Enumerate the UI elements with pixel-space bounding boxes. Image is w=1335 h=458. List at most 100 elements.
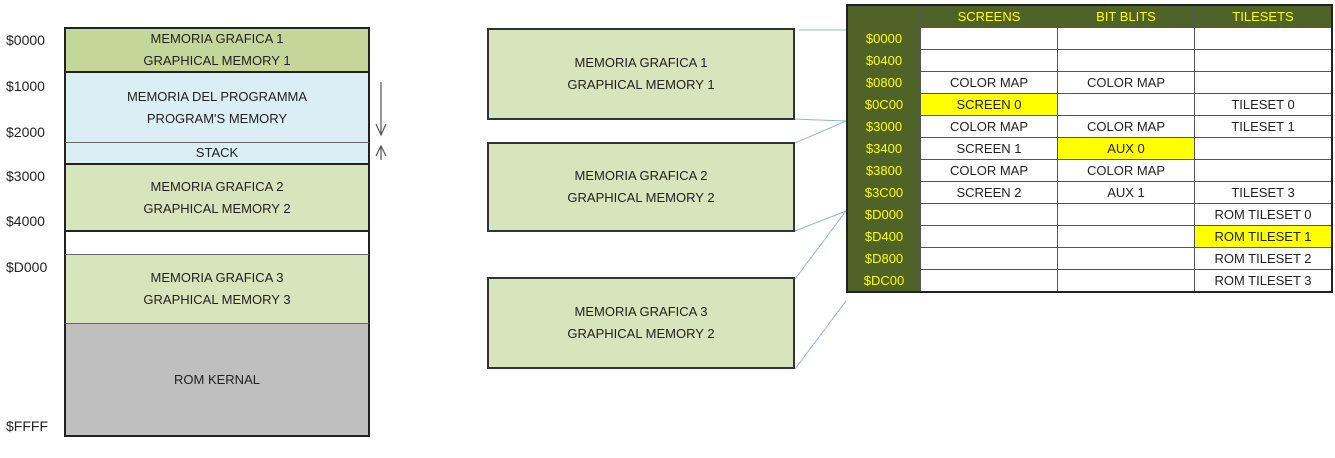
bank-label: GRAPHICAL MEMORY 1 (567, 77, 715, 92)
address-cell: $0000 (846, 27, 921, 50)
bank-graphical-memory-3: MEMORIA GRAFICA 3 GRAPHICAL MEMORY 2 (487, 277, 795, 369)
bitblits-cell (1057, 203, 1195, 226)
address-cell: $D000 (846, 203, 921, 226)
table-row: $D000 ROM TILESET 0 (846, 203, 1333, 226)
block-label: GRAPHICAL MEMORY 3 (143, 292, 291, 307)
address-cell: $DC00 (846, 269, 921, 293)
header-bit-blits: BIT BLITS (1057, 4, 1195, 28)
screens-cell (920, 27, 1058, 50)
block-program-memory: MEMORIA DEL PROGRAMMA PROGRAM'S MEMORY (64, 73, 370, 143)
tilesets-cell (1194, 137, 1333, 160)
bitblits-cell (1057, 247, 1195, 270)
address-cell: $0400 (846, 49, 921, 72)
tilesets-cell (1194, 49, 1333, 72)
address-label: $2000 (6, 124, 45, 140)
bitblits-cell (1057, 269, 1195, 293)
header-corner (846, 4, 921, 28)
bank-label: GRAPHICAL MEMORY 2 (567, 326, 715, 341)
bitblits-cell: COLOR MAP (1057, 115, 1195, 138)
address-cell: $3800 (846, 159, 921, 182)
connector-line (794, 210, 847, 280)
table-row: $0000 (846, 27, 1333, 50)
block-graphical-memory-1: MEMORIA GRAFICA 1 GRAPHICAL MEMORY 1 (64, 27, 370, 73)
bank-label: GRAPHICAL MEMORY 2 (567, 190, 715, 205)
bank-graphical-memory-2: MEMORIA GRAFICA 2 GRAPHICAL MEMORY 2 (487, 142, 795, 232)
address-label: $4000 (6, 213, 45, 229)
table-row: $DC00 ROM TILESET 3 (846, 269, 1333, 293)
address-cell: $0800 (846, 71, 921, 94)
bitblits-cell: COLOR MAP (1057, 159, 1195, 182)
tilesets-cell: ROM TILESET 3 (1194, 269, 1333, 293)
screens-cell: SCREEN 0 (920, 93, 1058, 116)
tilesets-cell: TILESET 3 (1194, 181, 1333, 204)
block-label: GRAPHICAL MEMORY 1 (143, 53, 291, 68)
block-label: ROM KERNAL (174, 371, 260, 387)
address-cell: $0C00 (846, 93, 921, 116)
tilesets-cell: TILESET 0 (1194, 93, 1333, 116)
screens-cell (920, 225, 1058, 248)
screens-cell: SCREEN 2 (920, 181, 1058, 204)
bank-label: MEMORIA GRAFICA 2 (574, 168, 708, 183)
block-label: MEMORIA GRAFICA 1 (150, 31, 284, 46)
connector-line (791, 118, 847, 122)
table-row: $0400 (846, 49, 1333, 72)
bitblits-cell: AUX 1 (1057, 181, 1195, 204)
header-tilesets: TILESETS (1194, 4, 1333, 28)
screens-cell (920, 269, 1058, 293)
bank-label: MEMORIA GRAFICA 3 (574, 304, 708, 319)
block-label: PROGRAM'S MEMORY (146, 110, 288, 126)
tilesets-cell: ROM TILESET 0 (1194, 203, 1333, 226)
bitblits-cell (1057, 93, 1195, 116)
table-row: $D400 ROM TILESET 1 (846, 225, 1333, 248)
tilesets-cell: ROM TILESET 2 (1194, 247, 1333, 270)
block-graphical-memory-2: MEMORIA GRAFICA 2 GRAPHICAL MEMORY 2 (64, 165, 370, 232)
bitblits-cell: AUX 0 (1057, 137, 1195, 160)
bitblits-cell (1057, 225, 1195, 248)
screens-cell (920, 247, 1058, 270)
screens-cell (920, 49, 1058, 72)
block-label: MEMORIA DEL PROGRAMMA (126, 88, 308, 104)
bank-graphical-memory-1: MEMORIA GRAFICA 1 GRAPHICAL MEMORY 1 (487, 28, 795, 120)
address-label: $1000 (6, 78, 45, 94)
block-label: STACK (195, 145, 239, 160)
block-stack: STACK (64, 143, 370, 165)
tilesets-cell (1194, 27, 1333, 50)
address-cell: $3C00 (846, 181, 921, 204)
screens-cell: SCREEN 1 (920, 137, 1058, 160)
screens-cell: COLOR MAP (920, 159, 1058, 182)
block-label: MEMORIA GRAFICA 2 (150, 178, 284, 194)
address-cell: $D800 (846, 247, 921, 270)
tilesets-cell (1194, 159, 1333, 182)
block-label: GRAPHICAL MEMORY 2 (143, 200, 291, 216)
down-arrow-icon (375, 82, 387, 137)
address-label: $3000 (6, 168, 45, 184)
bitblits-cell (1057, 27, 1195, 50)
bitblits-cell (1057, 49, 1195, 72)
address-label: $0000 (6, 32, 45, 48)
block-label: MEMORIA GRAFICA 3 (150, 270, 284, 285)
block-rom-kernal: ROM KERNAL (64, 324, 370, 437)
connector-line (794, 120, 847, 144)
header-screens: SCREENS (920, 4, 1058, 28)
connector-line (794, 210, 847, 232)
screens-cell (920, 203, 1058, 226)
address-label: $D000 (6, 259, 48, 275)
address-cell: $3000 (846, 115, 921, 138)
table-row: $D800 ROM TILESET 2 (846, 247, 1333, 270)
table-header-row: SCREENS BIT BLITS TILESETS (846, 4, 1333, 28)
tilesets-cell: ROM TILESET 1 (1194, 225, 1333, 248)
up-arrow-icon (375, 144, 387, 160)
address-cell: $D400 (846, 225, 921, 248)
allocation-table: SCREENS BIT BLITS TILESETS $0000$0400$08… (846, 4, 1333, 293)
tilesets-cell: TILESET 1 (1194, 115, 1333, 138)
screens-cell: COLOR MAP (920, 115, 1058, 138)
bank-label: MEMORIA GRAFICA 1 (574, 55, 708, 70)
bitblits-cell: COLOR MAP (1057, 71, 1195, 94)
growth-arrows (375, 82, 387, 160)
